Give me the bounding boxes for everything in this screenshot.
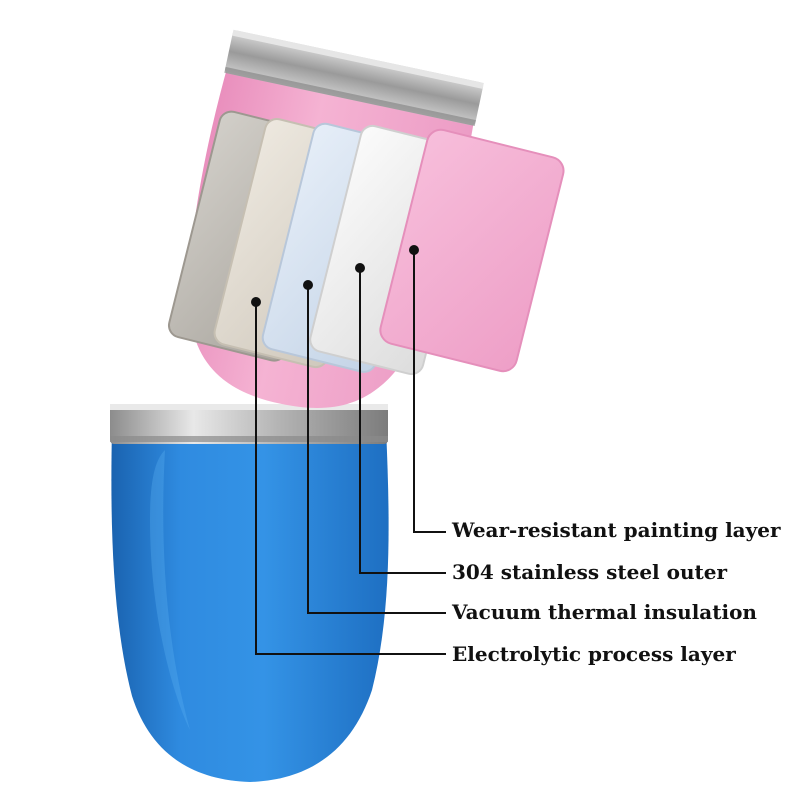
label-vacuum-thermal-insulation: Vacuum thermal insulation [452, 600, 757, 624]
label-wear-resistant-painting-layer: Wear-resistant painting layer [452, 518, 781, 542]
leader-dots [251, 245, 419, 307]
label-304-stainless-steel-outer: 304 stainless steel outer [452, 560, 727, 584]
leader-wear [413, 250, 446, 533]
label-electrolytic-process-layer: Electrolytic process layer [452, 642, 736, 666]
leader-steel [359, 268, 446, 574]
blue-cup [110, 404, 389, 782]
layer-plate-paint [379, 128, 565, 373]
leader-vacuum [307, 285, 446, 614]
leader-electro [255, 302, 446, 655]
dot-electro [251, 297, 261, 307]
dot-wear [409, 245, 419, 255]
dot-vacuum [303, 280, 313, 290]
dot-steel [355, 263, 365, 273]
leader-lines [255, 250, 446, 655]
